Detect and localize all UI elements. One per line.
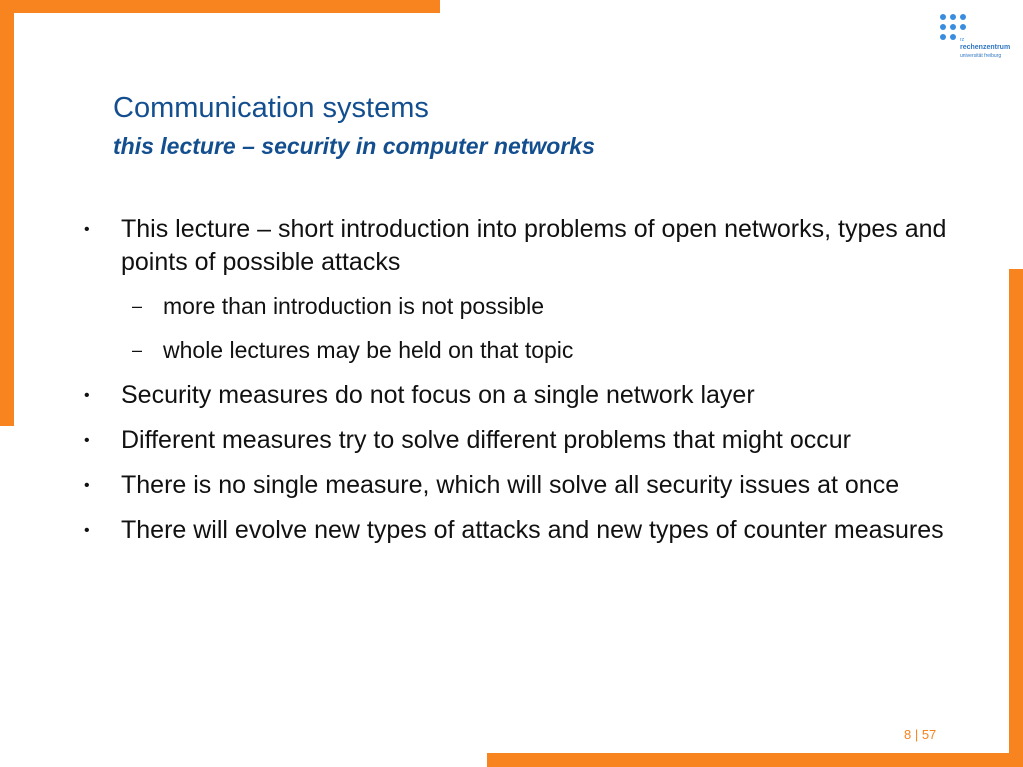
bullet-item: • Security measures do not focus on a si… [82, 379, 962, 412]
bullet-item: • Different measures try to solve differ… [82, 424, 962, 457]
bullet-text: Security measures do not focus on a sing… [121, 381, 755, 409]
bullet-text: There is no single measure, which will s… [121, 471, 900, 499]
sub-bullet-item: – whole lectures may be held on that top… [82, 335, 962, 365]
bullet-item: • This lecture – short introduction into… [82, 213, 962, 279]
rechenzentrum-logo: rz rechenzentrum universität freiburg [940, 14, 1010, 64]
decorative-bar-left [0, 0, 14, 426]
bullet-text: Different measures try to solve differen… [121, 426, 851, 454]
bullet-icon: • [84, 432, 90, 449]
logo-dot-grid-icon [940, 14, 970, 44]
bullet-text: This lecture – short introduction into p… [121, 215, 947, 276]
bullet-list: • This lecture – short introduction into… [82, 213, 962, 559]
bullet-item: • There is no single measure, which will… [82, 469, 962, 502]
slide-title: Communication systems [113, 92, 429, 124]
dash-icon: – [132, 340, 143, 360]
dash-icon: – [132, 296, 143, 316]
logo-name: rechenzentrum [960, 44, 1011, 51]
bullet-text: There will evolve new types of attacks a… [121, 516, 944, 544]
page-number: 8 | 57 [904, 727, 937, 742]
decorative-bar-top [0, 0, 440, 13]
decorative-bar-bottom [487, 753, 1023, 767]
sub-bullet-list: – more than introduction is not possible… [82, 291, 962, 365]
sub-bullet-text: whole lectures may be held on that topic [163, 337, 574, 363]
bullet-icon: • [84, 522, 90, 539]
decorative-bar-right [1009, 269, 1023, 767]
sub-bullet-item: – more than introduction is not possible [82, 291, 962, 321]
bullet-item: • There will evolve new types of attacks… [82, 514, 962, 547]
slide-subtitle: this lecture – security in computer netw… [113, 133, 595, 159]
logo-subtitle: universität freiburg [960, 53, 1002, 59]
sub-bullet-text: more than introduction is not possible [163, 293, 544, 319]
logo-rz: rz [960, 37, 965, 43]
bullet-icon: • [84, 221, 90, 238]
bullet-icon: • [84, 477, 90, 494]
bullet-icon: • [84, 387, 90, 404]
